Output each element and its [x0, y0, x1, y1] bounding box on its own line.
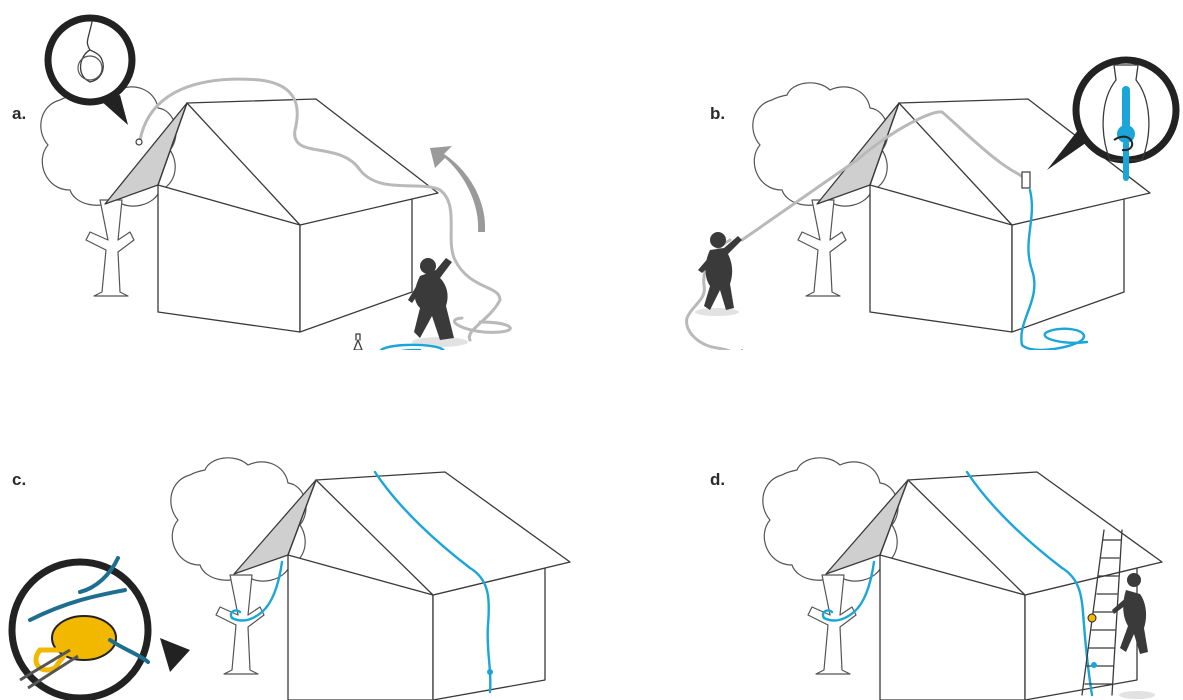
throw-weight-icon — [1022, 172, 1030, 188]
panel-b: b. — [592, 0, 1183, 350]
zoom-bubble — [12, 558, 190, 698]
tree-icon — [171, 458, 306, 674]
panel-c: c. — [0, 350, 591, 700]
lantern-icon — [354, 334, 362, 350]
panel-c-illustration — [0, 350, 591, 700]
panel-a: a. — [0, 0, 591, 350]
tree-icon — [753, 83, 888, 296]
throw-weight-icon — [136, 139, 142, 145]
tree-icon — [41, 83, 176, 296]
panel-b-illustration — [592, 0, 1183, 350]
panel-d: d. — [592, 350, 1183, 700]
panel-a-illustration — [0, 0, 591, 350]
panel-d-illustration — [592, 350, 1183, 700]
anchor-device-icon — [487, 669, 493, 675]
person-throwing-icon — [695, 232, 742, 316]
tree-icon — [763, 458, 898, 674]
rope-end-icon — [1091, 662, 1097, 668]
person-throwing-icon — [408, 258, 468, 347]
anchor-device-icon — [1088, 614, 1096, 622]
